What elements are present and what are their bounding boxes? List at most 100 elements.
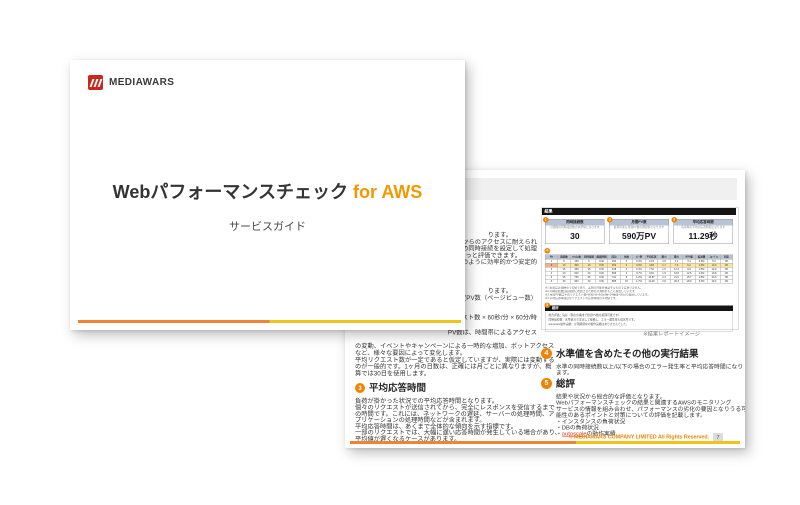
section-4-title: 水準値を含めたその他の実行結果 xyxy=(556,349,699,360)
text-line: ・インスタンスの負荷状況 xyxy=(556,418,626,425)
text-paragraph: ります。ザーからのアクセスに耐えられ多くの同時接続を設定して処理っと評価できます… xyxy=(355,232,537,266)
table-cell: 6 xyxy=(545,279,558,284)
table-cell: 11.29 xyxy=(645,279,658,284)
table-cell: 448 xyxy=(608,267,621,272)
table-cell: 26.3 xyxy=(670,279,683,284)
table-cell: 750 xyxy=(570,275,583,280)
table-cell: 0.8 xyxy=(658,259,671,264)
text-paragraph: ります。の想定PV数（ページビュー数） xyxy=(355,288,537,302)
table-cell: 600 xyxy=(570,271,583,276)
report-summary-bar: 総評 xyxy=(545,305,733,311)
table-cell: 0.0% xyxy=(633,263,646,268)
table-cell: 0 xyxy=(620,259,633,264)
table-cell: OK xyxy=(720,279,733,284)
step-badge-2: 2 xyxy=(607,217,613,223)
table-cell: 成功 xyxy=(608,255,621,260)
table-cell: 150 xyxy=(570,259,583,264)
section-5-title: 総評 xyxy=(556,379,576,390)
text-line: 平均応答時間は、あくまで全体的な傾向を示す指標です。 xyxy=(355,422,517,430)
table-cell: 9.64 xyxy=(645,271,658,276)
text-line: 個々のリクエストが送信されてから、完全にレスポンスを受信するまで xyxy=(355,403,555,411)
step-badge-5b: 5 xyxy=(541,377,552,389)
page-number-badge: 7 xyxy=(713,433,723,442)
metric-subtext: 処理可能な月間PV数の概算値となります xyxy=(613,226,665,229)
text-line: 算では30日を使用します。 xyxy=(355,369,431,377)
page-number: 7 xyxy=(716,434,720,441)
metric-label: 月間PV数 xyxy=(609,219,669,226)
table-cell: 15 xyxy=(620,279,633,284)
table-cell: 1.1 xyxy=(658,263,671,268)
table-cell: 18.9 xyxy=(683,279,696,284)
table-cell: OK xyxy=(720,263,733,268)
section-4: 4 水準値を含めたその他の実行結果 水準の同時接続数以上/以下の場合のエラー発生… xyxy=(541,346,743,389)
table-cell: 0.4% xyxy=(633,267,646,272)
metric-value: 11.29秒 xyxy=(688,231,718,242)
table-cell: 失敗 xyxy=(620,255,633,260)
table-cell: 0:30 xyxy=(595,267,608,272)
table-cell: 0:30 xyxy=(595,263,608,268)
text-fragment: ります。 xyxy=(487,287,512,295)
table-cell: 15.7 xyxy=(683,275,696,280)
text-line: など、様々な要因によって変化します。 xyxy=(355,349,467,357)
report-summary-section: 5 総評 総合評価：良好（現在の構成で想定PV数を処理可能です）同時接続数：水準… xyxy=(544,302,733,332)
table-cell: 12.5 xyxy=(683,271,696,276)
report-notes: ※1 結果は計測時点での値であり、実際の性能を保証するものではありません。※2 … xyxy=(545,287,733,301)
text-line: 平均値が遅くなるケースがあります。 xyxy=(355,435,461,443)
text-line: 平均リクエスト数が一定であると仮定していますが、実際には変動する xyxy=(355,356,555,364)
page-cover: MEDIAWARS Webパフォーマンスチェック for AWS サービスガイド xyxy=(70,60,465,330)
table-cell: OK xyxy=(720,275,733,280)
table-cell: 10 xyxy=(583,263,596,268)
bottom-divider xyxy=(350,441,740,444)
table-cell: 9.8 xyxy=(683,267,696,272)
left-column: ります。ザーからのアクセスに耐えられ多くの同時接続を設定して処理っと評価できます… xyxy=(355,218,615,448)
logo-text: MEDIAWARS xyxy=(109,77,175,88)
table-cell: 5 xyxy=(545,275,558,280)
table-cell: 2.15 xyxy=(645,259,658,264)
table-cell: 15 xyxy=(583,267,596,272)
text-line: のが一般的です。1ヶ月の日数は、正確には月ごとに異なりますが、概 xyxy=(355,363,552,371)
link-suffix: の動作実績 xyxy=(586,430,616,438)
metric-value: 590万PV xyxy=(621,231,657,242)
table-cell: 10 xyxy=(558,263,571,268)
text-fragment: スト数 × 60秒/分 × 60分/時 xyxy=(461,314,537,322)
table-cell: 1.5M xyxy=(695,267,708,272)
table-cell: 24.6 xyxy=(708,275,721,280)
table-cell: 10.0 xyxy=(708,263,721,268)
table-cell: 接続数 xyxy=(558,255,571,260)
table-cell: 最大 xyxy=(670,255,683,260)
table-cell: 21.5 xyxy=(670,275,683,280)
table-cell: 25 xyxy=(583,275,596,280)
table-cell: 29.4 xyxy=(708,279,721,284)
step-badge-3: 3 xyxy=(355,383,365,394)
text-line: 負荷が掛かった状況での平均応答時間となります。 xyxy=(355,397,498,405)
metric-cards: 1 同時接続数 計測時の同時接続数の水準値となります 30 2 月間PV数 処理… xyxy=(542,215,736,247)
table-cell: OK xyxy=(720,267,733,272)
table-cell: 5 xyxy=(558,259,571,264)
autoscale-link[interactable]: autoscale xyxy=(561,430,587,438)
mediawars-logo-icon xyxy=(88,75,103,90)
metric-label: 平均応答時間 xyxy=(673,219,733,226)
table-cell: 2 xyxy=(620,267,633,272)
table-cell: 14.9 xyxy=(708,267,721,272)
table-cell: 0:30 xyxy=(595,259,608,264)
report-summary-line: 総合評価：良好（現在の構成で想定PV数を処理可能です） xyxy=(548,314,621,317)
text-line: ます。 xyxy=(556,369,573,377)
table-cell: 2.8 xyxy=(658,279,671,284)
table-cell: 300 xyxy=(608,263,621,268)
text-line: の時間です。これには、ネットワークの遅延、サーバーの処理時間、ア xyxy=(355,410,555,418)
table-cell: 3.1 xyxy=(683,259,696,264)
table-cell: OK xyxy=(720,271,733,276)
table-cell: 1.9 xyxy=(658,271,671,276)
table-cell: 2.3 xyxy=(658,275,671,280)
table-cell: 0.5M xyxy=(695,259,708,264)
step-badge-4b: 4 xyxy=(541,347,552,359)
report-summary-line: autoscale動作実績：計測期間中の動作実績はありませんでした。 xyxy=(548,323,629,326)
table-cell: 90%値 xyxy=(683,255,696,260)
table-cell: 20 xyxy=(558,271,571,276)
text-line: 能性のあるポイントと対策についての評価を記載します。 xyxy=(556,412,706,419)
